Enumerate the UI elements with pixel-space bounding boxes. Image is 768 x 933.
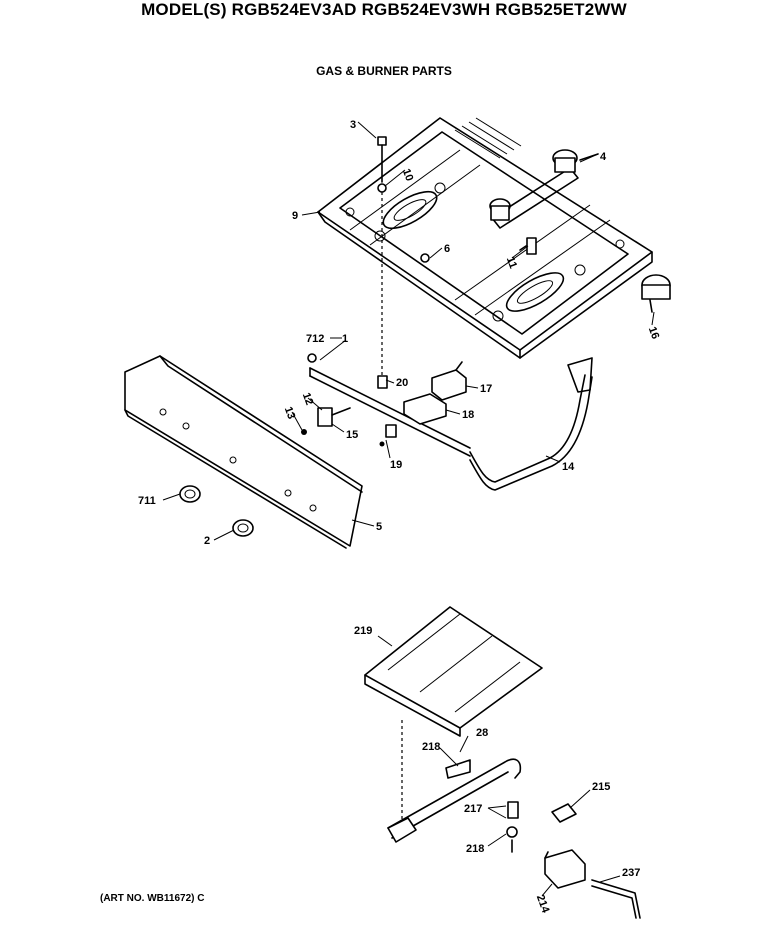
leader-lines: [162, 121, 655, 897]
small-fittings: [377, 136, 430, 263]
callout-14: 14: [562, 461, 575, 473]
callout-28: 28: [476, 727, 488, 739]
callout-215: 215: [592, 781, 610, 793]
callout-11: 11: [504, 255, 519, 270]
callout-18: 18: [462, 409, 474, 421]
callout-218-lower: 218: [466, 843, 484, 855]
callout-5: 5: [376, 521, 382, 533]
tube-237: [591, 879, 641, 919]
callout-6: 6: [444, 243, 450, 255]
callout-218-upper: 218: [422, 741, 440, 753]
bracket-215: [551, 803, 577, 823]
callout-9: 9: [292, 210, 298, 222]
callout-19: 19: [390, 459, 402, 471]
callout-214: 214: [534, 893, 552, 915]
callout-15: 15: [346, 429, 358, 441]
part-11-fitting: [519, 237, 537, 255]
knob-2: [232, 519, 254, 537]
callout-217: 217: [464, 803, 482, 815]
burner-box: [317, 117, 653, 359]
manifold-pipe: [307, 353, 471, 457]
callout-2: 2: [204, 535, 210, 547]
callout-4: 4: [600, 151, 607, 163]
callout-1: 1: [342, 333, 348, 345]
callout-20: 20: [396, 377, 408, 389]
callout-712: 712: [306, 333, 324, 345]
callout-219: 219: [354, 625, 372, 637]
oven-valve-214: [544, 849, 586, 889]
callout-17: 17: [480, 383, 492, 395]
knob-711: [179, 485, 201, 503]
callout-13: 13: [282, 405, 297, 421]
callout-12: 12: [300, 391, 315, 407]
bracket-19: [379, 424, 397, 447]
top-valve-assembly: [489, 149, 599, 229]
callout-711: 711: [138, 495, 156, 507]
callout-10: 10: [400, 167, 415, 183]
burner-valve: [301, 407, 351, 435]
section-subtitle: GAS & BURNER PARTS: [316, 64, 452, 78]
callout-3: 3: [350, 119, 356, 131]
burner-shield: [364, 606, 543, 737]
ignition-module: [403, 361, 467, 425]
page-title: MODEL(S) RGB524EV3AD RGB524EV3WH RGB525E…: [141, 0, 627, 19]
control-panel: [124, 355, 363, 549]
callout-237: 237: [622, 867, 640, 879]
callout-16: 16: [646, 325, 661, 341]
art-number: (ART NO. WB11672) C: [100, 893, 205, 904]
pressure-regulator: [641, 274, 671, 313]
oven-burner-tube: [387, 758, 522, 853]
